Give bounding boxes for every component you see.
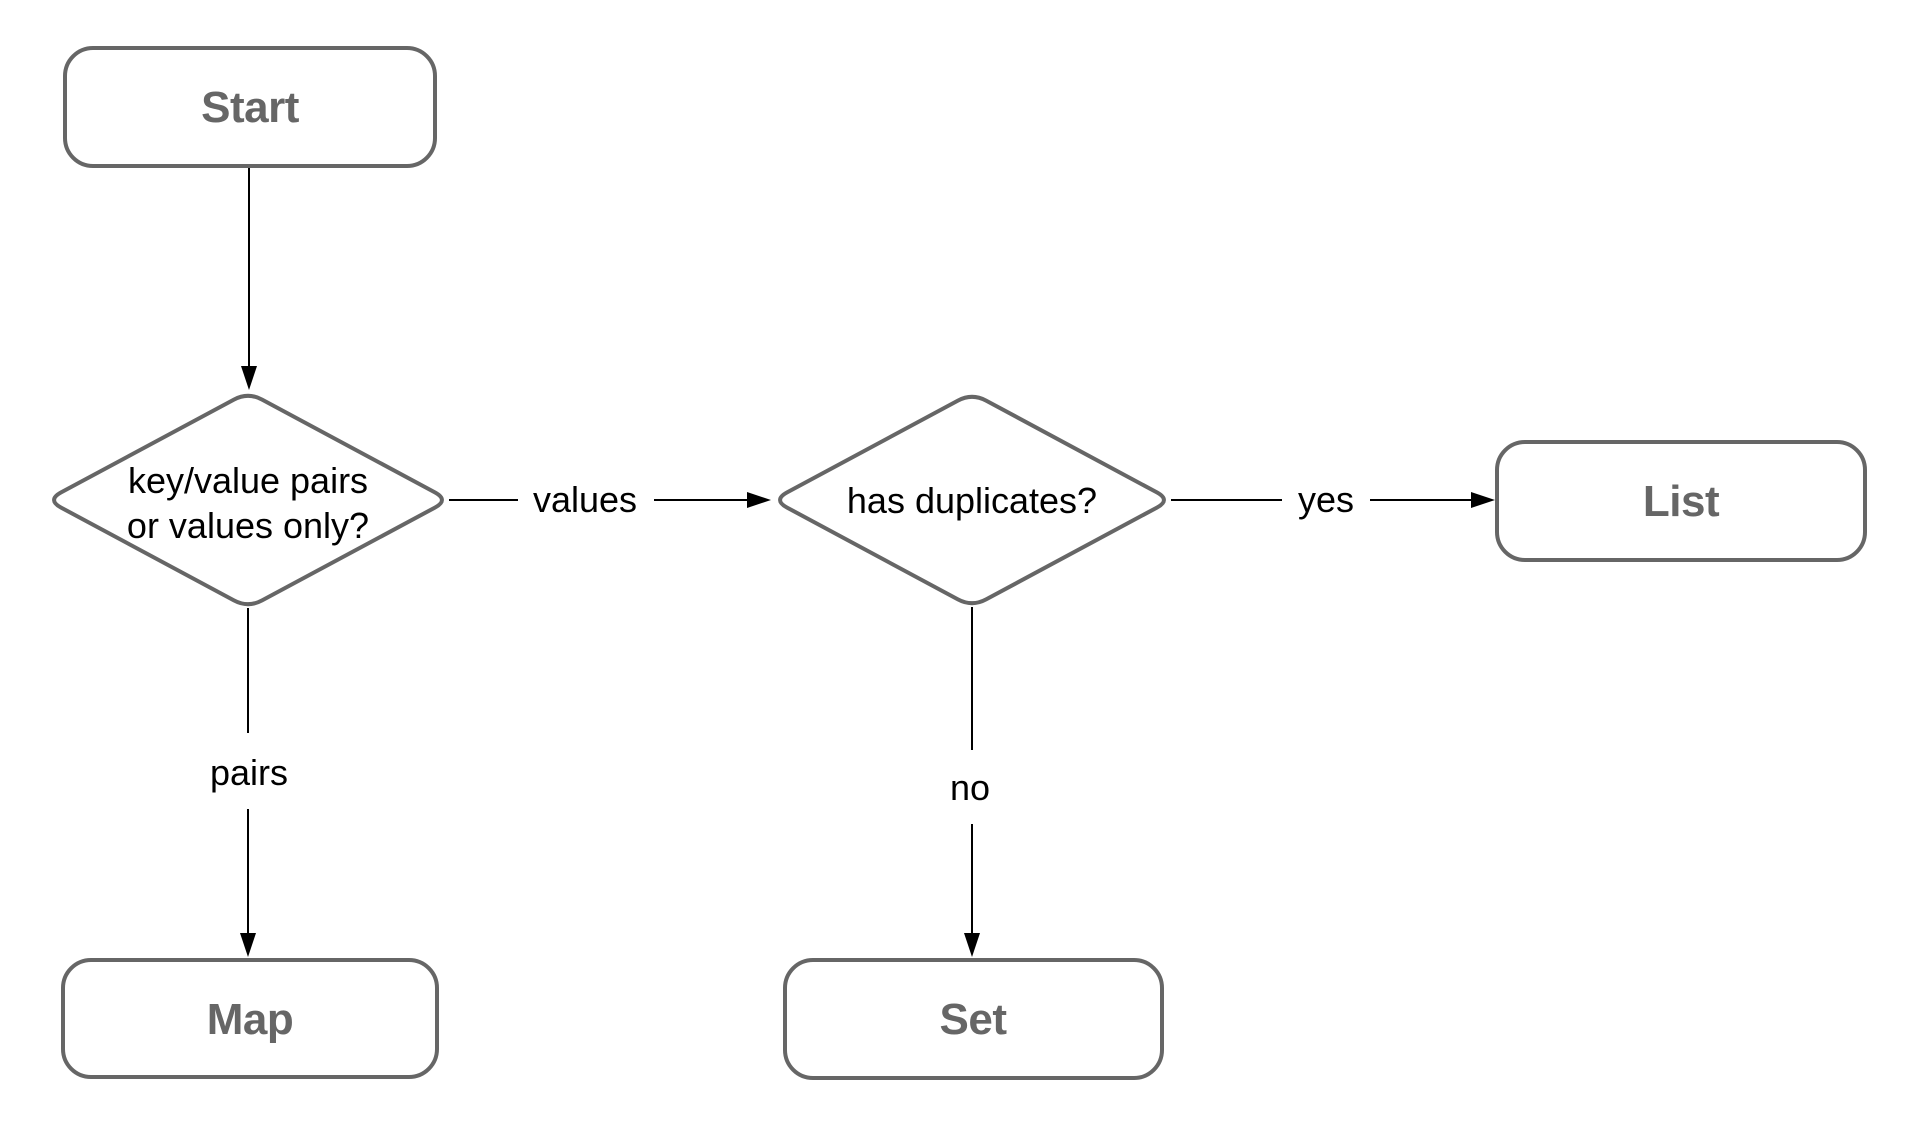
edge-pairs-or-values-to-map: pairs bbox=[200, 608, 296, 957]
edge-label-bg-values bbox=[518, 476, 654, 524]
edge-label-no: no bbox=[950, 767, 990, 808]
node-list-label: List bbox=[1643, 477, 1720, 526]
edge-pairs-or-values-to-has-duplicates: values bbox=[449, 476, 771, 524]
node-decision-pairs-or-values-shape bbox=[52, 393, 444, 607]
edge-label-pairs: pairs bbox=[210, 752, 288, 793]
edge-has-duplicates-to-list: yes bbox=[1171, 476, 1495, 524]
edge-label-bg-no bbox=[930, 750, 1014, 824]
node-list: List bbox=[1495, 440, 1867, 562]
arrowhead-right-icon bbox=[747, 492, 771, 508]
node-start: Start bbox=[63, 46, 437, 168]
arrowhead-down-icon bbox=[241, 366, 257, 390]
node-decision-pairs-or-values: key/value pairs or values only? bbox=[52, 393, 444, 607]
node-list-shape bbox=[1495, 440, 1867, 562]
node-set-shape bbox=[783, 958, 1164, 1080]
node-decision-pairs-or-values-line1: key/value pairs bbox=[128, 460, 368, 501]
node-decision-has-duplicates: has duplicates? bbox=[778, 394, 1166, 606]
edge-label-values: values bbox=[533, 479, 637, 520]
edge-has-duplicates-to-set: no bbox=[930, 607, 1014, 957]
node-set-label: Set bbox=[940, 995, 1008, 1044]
node-decision-has-duplicates-label: has duplicates? bbox=[847, 480, 1097, 521]
edge-label-bg-yes bbox=[1282, 476, 1370, 524]
node-set: Set bbox=[783, 958, 1164, 1080]
node-map-shape bbox=[61, 958, 439, 1079]
node-decision-has-duplicates-shape bbox=[778, 394, 1166, 606]
arrowhead-down-icon bbox=[964, 933, 980, 957]
node-map-label: Map bbox=[207, 995, 294, 1044]
arrowhead-right-icon bbox=[1471, 492, 1495, 508]
node-decision-pairs-or-values-line2: or values only? bbox=[127, 505, 369, 546]
arrowhead-down-icon bbox=[240, 933, 256, 957]
node-start-shape bbox=[63, 46, 437, 168]
edge-start-to-pairs-or-values bbox=[241, 166, 257, 390]
node-start-label: Start bbox=[201, 83, 300, 132]
edge-label-bg-pairs bbox=[200, 733, 296, 809]
edge-label-yes: yes bbox=[1298, 479, 1354, 520]
node-map: Map bbox=[61, 958, 439, 1079]
